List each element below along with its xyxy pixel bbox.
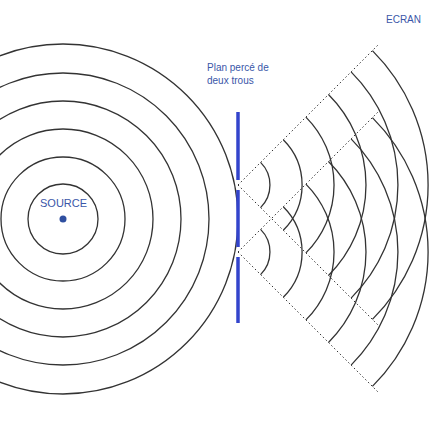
source-dot [60,216,67,223]
wavefront [329,162,366,343]
slit-plane [236,112,240,323]
wavefront [306,184,334,320]
wavefront [0,129,153,309]
wavefront [0,73,209,365]
wavefront [261,162,270,207]
wavefront [283,207,302,298]
wavefront [28,184,98,254]
wavefront [351,139,398,365]
wavefront [1,157,125,281]
source-waves [0,44,238,394]
wavefront [0,101,181,337]
wavefront [306,117,334,253]
wavefront [261,229,270,274]
wavefront [372,51,428,320]
wavefront [351,72,398,298]
slit-waves [261,51,428,387]
source-label: SOURCE [40,197,87,211]
wavefront [283,140,302,231]
screen-label: ECRAN [386,14,421,27]
cone-lines [238,45,378,392]
plane-label: Plan percé de deux trous [207,62,287,87]
wavefront [0,44,238,394]
wavefront [372,118,428,387]
